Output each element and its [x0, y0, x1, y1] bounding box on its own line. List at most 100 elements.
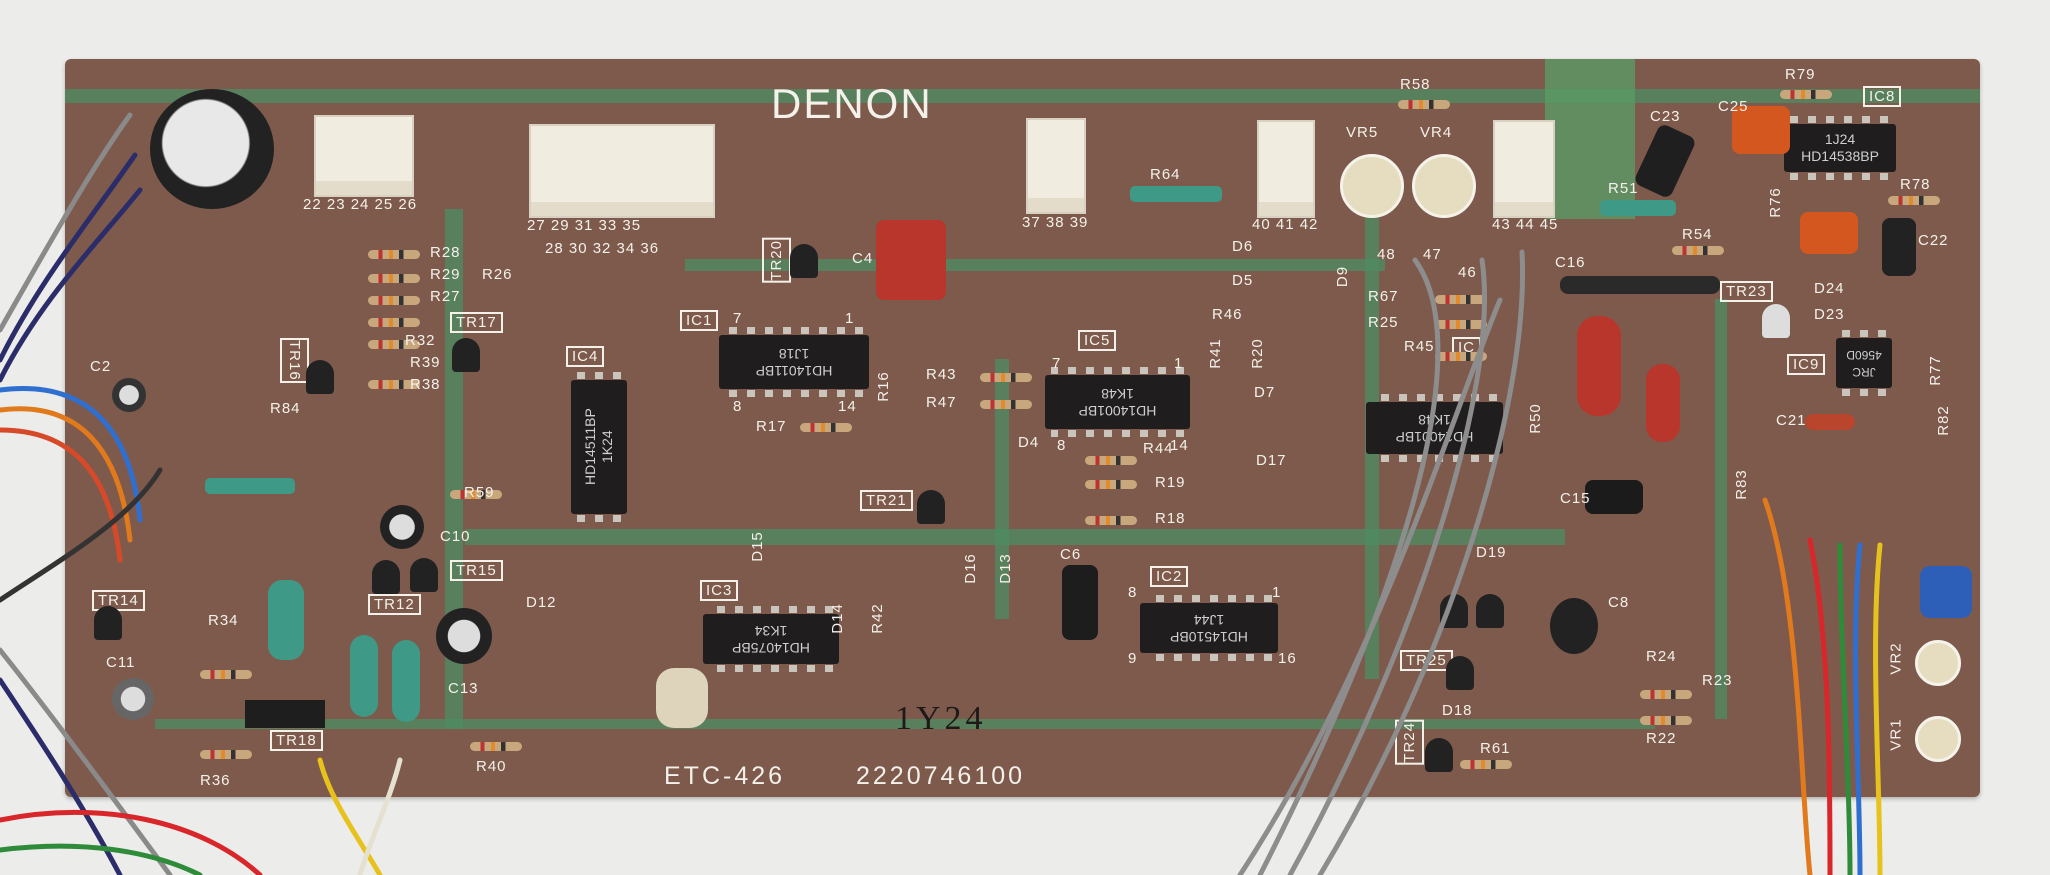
- resistor-label: R19: [1155, 474, 1186, 491]
- wire-orange: [1762, 497, 1813, 875]
- transistor-tr14: [94, 606, 122, 640]
- resistor: [1672, 246, 1724, 255]
- date-code-stamp: 1Y24: [895, 700, 987, 737]
- wire-red: [1807, 537, 1833, 875]
- resistor: [1398, 100, 1450, 109]
- resistor-network: [1560, 276, 1720, 294]
- pin-number: 1: [1272, 584, 1282, 601]
- resistor-r64: [1130, 186, 1222, 202]
- resistor-label: R32: [405, 332, 436, 349]
- film-capacitor: [1646, 364, 1680, 442]
- resistor-label: R29: [430, 266, 461, 283]
- diode-label: D4: [1018, 434, 1040, 451]
- transistor: [1476, 594, 1504, 628]
- power-transistor-tr18: [245, 700, 325, 728]
- capacitor-c6: [1062, 565, 1098, 640]
- copper-trace: [685, 259, 1385, 271]
- wire-white: [357, 757, 403, 875]
- wire-gray: [1287, 257, 1487, 875]
- pin-number: 47: [1423, 246, 1442, 263]
- resistor-label: R51: [1608, 180, 1639, 197]
- resistor-label: R28: [430, 244, 461, 261]
- resistor-label: R23: [1702, 672, 1733, 689]
- capacitor-label: C21: [1776, 412, 1807, 429]
- trimmer-pot-vr1[interactable]: [1915, 716, 1961, 762]
- diode-label: D12: [526, 594, 557, 611]
- resistor-label: R22: [1646, 730, 1677, 747]
- diode-label: D6: [1232, 238, 1254, 255]
- transistor-tr21: [917, 490, 945, 524]
- capacitor-c2: [112, 378, 146, 412]
- capacitor-label: C4: [852, 250, 874, 267]
- resistor: [368, 250, 420, 259]
- wire-gray: [0, 112, 133, 333]
- wire-gray: [1237, 297, 1503, 875]
- resistor-label: R78: [1900, 176, 1931, 193]
- transistor-tr17: [452, 338, 480, 372]
- resistor-label: R25: [1368, 314, 1399, 331]
- resistor: [980, 373, 1032, 382]
- trimmer-pot-vr4[interactable]: [1412, 154, 1476, 218]
- capacitor-orange: [1800, 212, 1858, 254]
- resistor: [1640, 690, 1692, 699]
- resistor: [368, 318, 420, 327]
- pin-number: 14: [1170, 437, 1189, 454]
- capacitor-c13: [436, 608, 492, 664]
- resistor-label: R79: [1785, 66, 1816, 83]
- transistor-label: TR18: [270, 730, 323, 751]
- pin-number: 8: [1128, 584, 1138, 601]
- connector-pin-labels-top: 27 29 31 33 35: [527, 217, 642, 234]
- resistor: [980, 400, 1032, 409]
- resistor-label: R59: [464, 484, 495, 501]
- pin-number: 1: [1174, 355, 1184, 372]
- capacitor-label: C23: [1650, 108, 1681, 125]
- transistor-tr12: [372, 560, 400, 594]
- capacitor-c25: [1732, 106, 1790, 154]
- wire-black: [0, 467, 163, 603]
- ceramic-capacitor: [656, 668, 708, 728]
- transistor-label: TR21: [860, 490, 913, 511]
- copper-trace: [465, 529, 1565, 545]
- resistor-label: R46: [1212, 306, 1243, 323]
- film-capacitor: [1577, 316, 1621, 416]
- resistor-green-vertical: [392, 640, 420, 722]
- pin-number: 7: [1052, 355, 1062, 372]
- trimmer-pot-vr5[interactable]: [1340, 154, 1404, 218]
- ic1-label: IC1: [680, 310, 719, 331]
- blue-trimmer-knob[interactable]: [1920, 566, 1972, 618]
- capacitor-c21: [1805, 414, 1855, 430]
- wire-green: [1837, 542, 1853, 875]
- resistor: [470, 742, 522, 751]
- resistor-label: R45: [1404, 338, 1435, 355]
- resistor-label: R64: [1150, 166, 1181, 183]
- copper-trace: [995, 359, 1009, 619]
- resistor: [368, 380, 420, 389]
- resistor-label: R44: [1143, 440, 1174, 457]
- trimmer-pot-vr2[interactable]: [1915, 640, 1961, 686]
- resistor-label: R26: [482, 266, 513, 283]
- resistor: [368, 274, 420, 283]
- resistor-label: R36: [200, 772, 231, 789]
- ic5-label: IC5: [1078, 330, 1117, 351]
- pin-number: 7: [733, 310, 743, 327]
- copper-trace: [155, 719, 1655, 729]
- transistor-label: TR16: [280, 338, 309, 383]
- pin-number: 8: [733, 398, 743, 415]
- capacitor-c8: [1550, 598, 1598, 654]
- resistor-label: R18: [1155, 510, 1186, 527]
- resistor-label: R38: [410, 376, 441, 393]
- diode-label: D5: [1232, 272, 1254, 289]
- wire-gray: [1317, 249, 1526, 875]
- resistor: [368, 340, 420, 349]
- resistor: [1085, 456, 1137, 465]
- diode-label: D18: [1442, 702, 1473, 719]
- pin-number: 48: [1377, 246, 1396, 263]
- board-part-number: 2220746100: [856, 762, 1026, 790]
- capacitor-c11: [112, 678, 154, 720]
- transistor-tr23: [1762, 304, 1790, 338]
- wire-yellow: [317, 757, 383, 875]
- transistor-tr20: [790, 244, 818, 278]
- connector-pin-labels: 37 38 39: [1022, 214, 1089, 231]
- pin-number: 8: [1057, 437, 1067, 454]
